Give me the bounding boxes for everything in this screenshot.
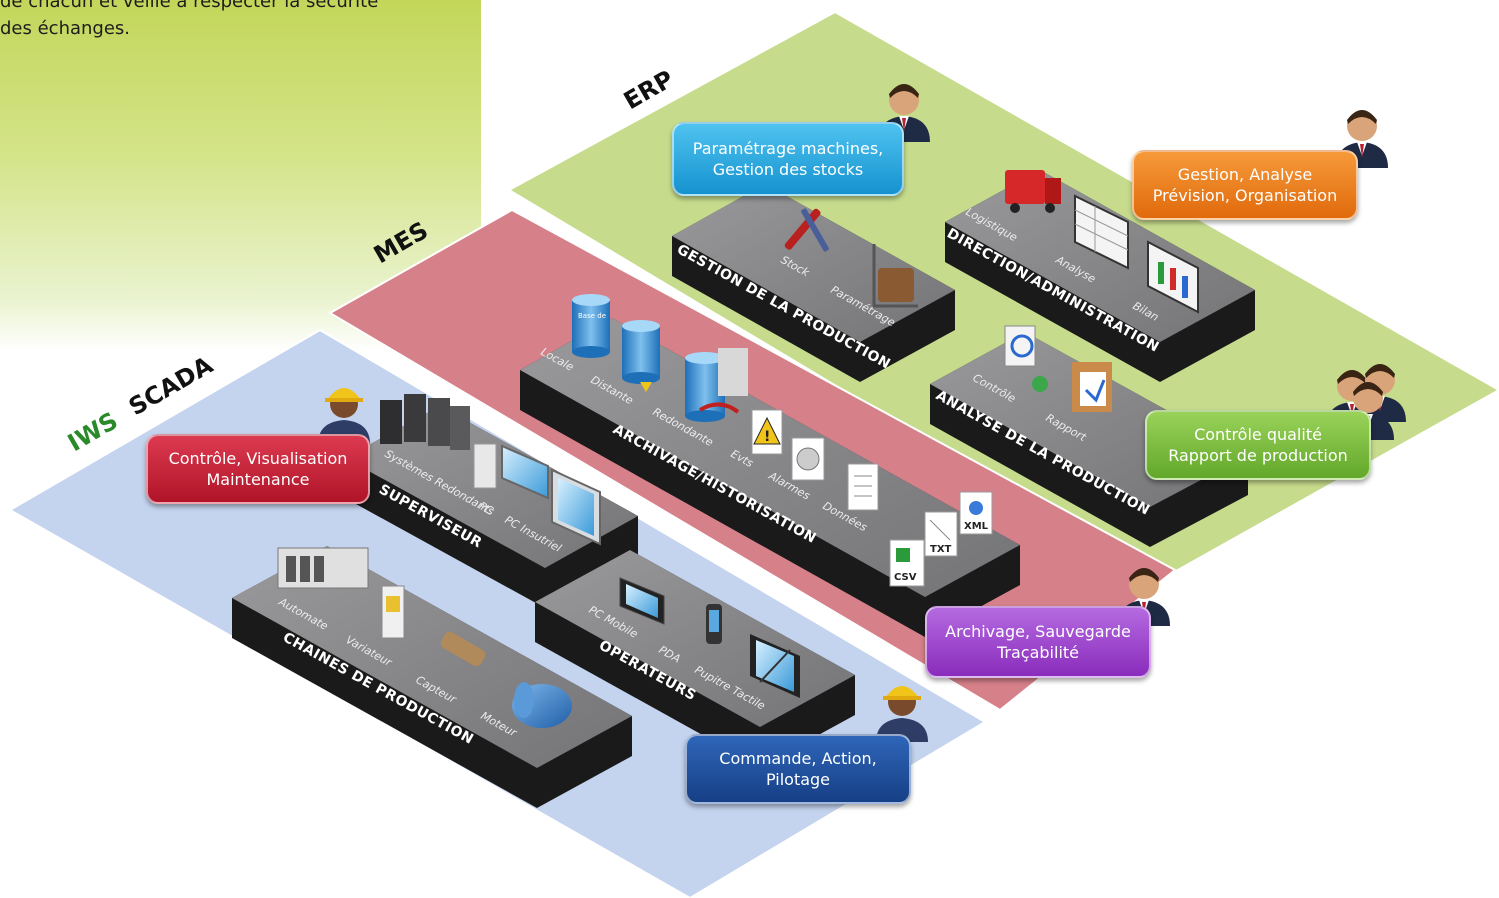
role-box-archivage: Archivage, Sauvegarde Traçabilité (925, 606, 1151, 678)
pie-chart-icon (791, 437, 825, 481)
role-gestion-line-2: Prévision, Organisation (1152, 186, 1338, 205)
drive-icon (381, 585, 405, 639)
motor-icon (512, 682, 572, 728)
role-controle-qualite-line-1: Contrôle qualité (1194, 425, 1322, 444)
role-commande-line-1: Commande, Action, (719, 749, 877, 768)
document-icon (847, 463, 879, 511)
role-archivage-line-2: Traçabilité (996, 643, 1079, 662)
database-icon-2 (622, 320, 660, 392)
role-controle-visu-line-1: Contrôle, Visualisation (168, 449, 348, 468)
database-icon-3 (685, 348, 748, 422)
mobile-pc-icon (619, 577, 665, 625)
role-controle-qualite-line-2: Rapport de production (1168, 446, 1348, 465)
svg-text:!: ! (764, 429, 770, 445)
servers-icon (380, 394, 470, 450)
intro-line-1: de chacun et veille à respecter la sécur… (0, 0, 379, 12)
intro-panel: de chacun et veille à respecter la sécur… (0, 0, 481, 352)
database-icon-1: Base de (572, 294, 610, 358)
xml-tag: XML (964, 521, 989, 532)
txt-tag: TXT (930, 544, 952, 555)
spreadsheet-icon (1074, 194, 1129, 270)
magnifier-icon (1004, 325, 1048, 392)
role-box-parametrage: Paramétrage machines, Gestion des stocks (672, 122, 904, 196)
slab-superviseur-item-pc: PC (477, 499, 496, 517)
role-commande-line-2: Pilotage (765, 770, 831, 789)
sensor-icon (440, 631, 486, 667)
intro-text: de chacun et veille à respecter la sécur… (0, 0, 470, 42)
svg-text:Base de: Base de (578, 312, 606, 320)
role-box-gestion: Gestion, Analyse Prévision, Organisation (1132, 150, 1358, 220)
role-box-controle-qualite: Contrôle qualité Rapport de production (1145, 410, 1371, 480)
cart-icon (872, 244, 918, 308)
tools-icon (784, 208, 829, 252)
role-gestion-line-1: Gestion, Analyse (1177, 165, 1313, 184)
role-parametrage-line-1: Paramétrage machines, (692, 139, 884, 158)
industrial-pc-icon (551, 468, 601, 546)
truck-icon (1005, 170, 1061, 213)
role-box-commande: Commande, Action, Pilotage (685, 734, 911, 804)
role-box-controle-visu: Contrôle, Visualisation Maintenance (146, 434, 370, 504)
pc-icon (473, 443, 549, 500)
tablet-icon (750, 634, 800, 698)
warning-icon: ! (751, 409, 783, 455)
csv-tag: CSV (894, 572, 917, 583)
role-controle-visu-line-2: Maintenance (206, 470, 310, 489)
clipboard-icon (1072, 362, 1112, 412)
pda-icon (706, 604, 722, 644)
intro-line-2: des échanges. (0, 18, 131, 39)
role-parametrage-line-2: Gestion des stocks (712, 160, 864, 179)
role-archivage-line-1: Archivage, Sauvegarde (945, 622, 1131, 641)
csv-file-icon: CSV (889, 539, 925, 587)
xml-file-icon: XML (959, 491, 993, 535)
txt-file-icon: TXT (924, 511, 958, 557)
bar-chart-icon (1147, 240, 1199, 314)
plc-icon (277, 547, 369, 589)
